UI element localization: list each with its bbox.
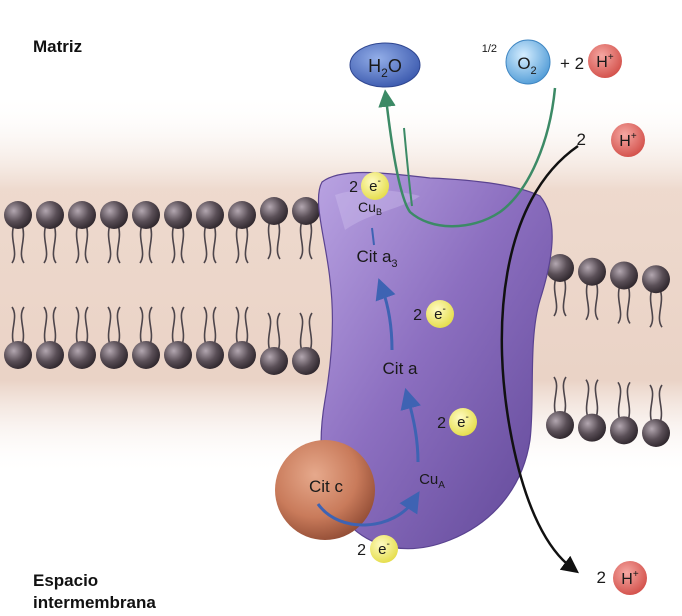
phospholipid-head-icon: [68, 341, 96, 369]
cyt-c-label: Cit c: [309, 477, 344, 496]
phospholipid-head-icon: [578, 258, 606, 286]
phospholipid-head-icon: [260, 197, 288, 225]
svg-text:2: 2: [413, 307, 422, 324]
phospholipid-head-icon: [610, 261, 638, 289]
svg-text:2: 2: [349, 179, 358, 196]
phospholipid-head-icon: [292, 347, 320, 375]
svg-text:2: 2: [357, 542, 366, 559]
phospholipid-head-icon: [164, 341, 192, 369]
proton-badge: H+: [611, 123, 645, 157]
proton-badge: H+: [588, 44, 622, 78]
water-molecule: H2O: [350, 43, 420, 87]
oxygen-molecule: O2: [506, 40, 550, 84]
phospholipid-head-icon: [610, 416, 638, 444]
phospholipid-head-icon: [100, 341, 128, 369]
phospholipid-head-icon: [260, 347, 288, 375]
proton-count: 2: [597, 568, 606, 587]
plus-two-label: + 2: [560, 54, 584, 73]
intermembrane-label-line2: intermembrana: [33, 593, 156, 612]
phospholipid-head-icon: [546, 411, 574, 439]
phospholipid-head-icon: [68, 201, 96, 229]
phospholipid-head-icon: [196, 341, 224, 369]
svg-text:2: 2: [437, 415, 446, 432]
phospholipid-head-icon: [4, 341, 32, 369]
proton-badge: H+: [613, 561, 647, 595]
phospholipid-head-icon: [228, 341, 256, 369]
intermembrane-label-line1: Espacio: [33, 571, 98, 590]
phospholipid-head-icon: [578, 414, 606, 442]
phospholipid-head-icon: [228, 201, 256, 229]
phospholipid-head-icon: [132, 201, 160, 229]
oxygen-coefficient: 1/2: [482, 43, 497, 55]
cyt-a-label: Cit a: [383, 359, 419, 378]
phospholipid-head-icon: [196, 201, 224, 229]
phospholipid-head-icon: [642, 419, 670, 447]
phospholipid-head-icon: [36, 201, 64, 229]
electron-badge: 2 e-: [357, 535, 398, 563]
phospholipid-head-icon: [4, 201, 32, 229]
phospholipid-head-icon: [132, 341, 160, 369]
phospholipid-head-icon: [100, 201, 128, 229]
phospholipid-head-icon: [642, 265, 670, 293]
matrix-label: Matriz: [33, 37, 82, 56]
phospholipid-head-icon: [164, 201, 192, 229]
phospholipid-head-icon: [36, 341, 64, 369]
phospholipid-head-icon: [292, 197, 320, 225]
proton-count: 2: [577, 130, 586, 149]
